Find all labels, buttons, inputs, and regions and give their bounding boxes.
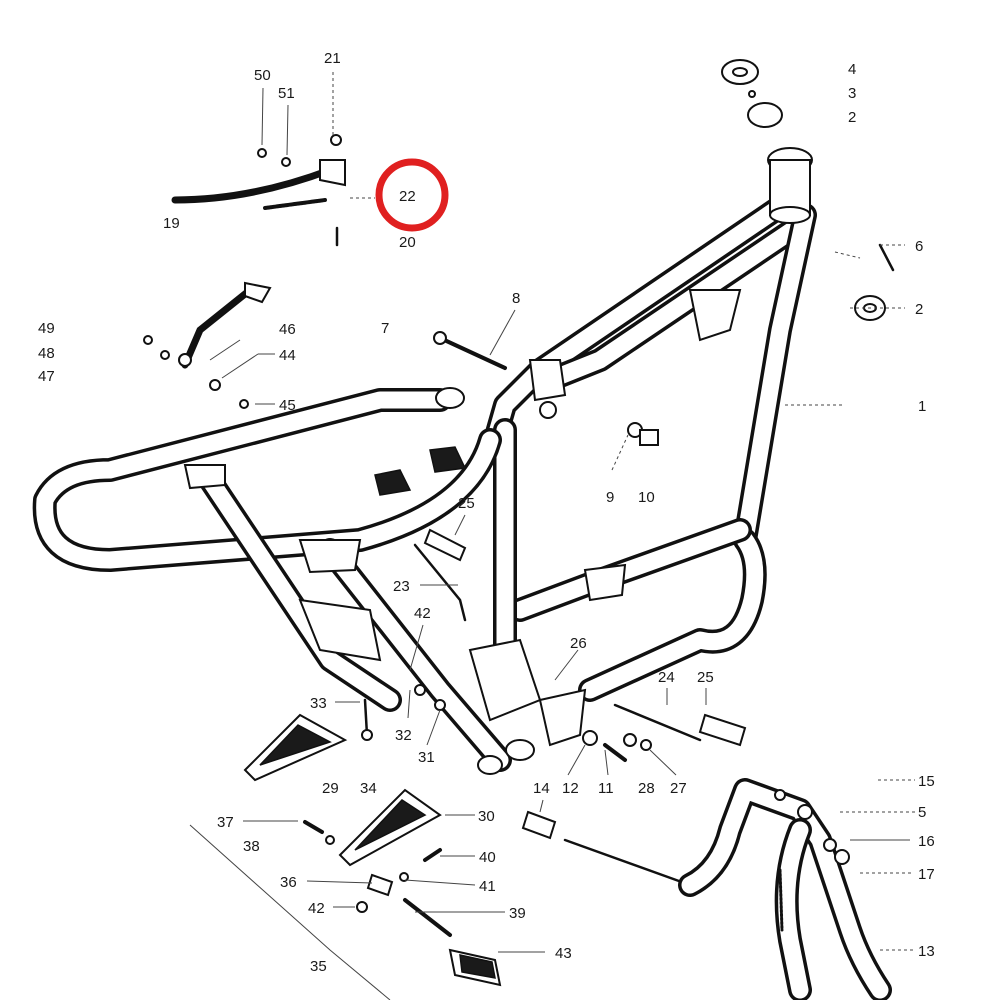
part-label-21: 21 (324, 50, 341, 67)
part-label-40: 40 (479, 849, 496, 866)
part-label-23: 23 (393, 578, 410, 595)
part-label-1: 1 (918, 398, 926, 415)
part-label-12: 12 (562, 780, 579, 797)
part-label-3: 3 (848, 85, 856, 102)
part-label-20: 20 (399, 234, 416, 251)
part-label-15: 15 (918, 773, 935, 790)
part-label-32: 32 (395, 727, 412, 744)
part-label-42: 42 (414, 605, 431, 622)
part-label-31: 31 (418, 749, 435, 766)
part-label-47: 47 (38, 368, 55, 385)
part-label-4: 4 (848, 61, 856, 78)
part-label-26: 26 (570, 635, 587, 652)
part-label-45: 45 (279, 397, 296, 414)
part-label-37: 37 (217, 814, 234, 831)
part-label-33: 33 (310, 695, 327, 712)
part-label-25: 25 (458, 495, 475, 512)
part-label-42-second: 42 (308, 900, 325, 917)
part-label-2-second: 2 (915, 301, 923, 318)
part-label-19: 19 (163, 215, 180, 232)
part-label-27: 27 (670, 780, 687, 797)
loose-parts (143, 59, 895, 1000)
part-label-29: 29 (322, 780, 339, 797)
part-label-7: 7 (381, 320, 389, 337)
part-label-22: 22 (399, 188, 416, 205)
part-label-35: 35 (310, 958, 327, 975)
part-label-17: 17 (918, 866, 935, 883)
part-label-8: 8 (512, 290, 520, 307)
part-label-48: 48 (38, 345, 55, 362)
part-label-25-second: 25 (697, 669, 714, 686)
part-label-36: 36 (280, 874, 297, 891)
part-label-50: 50 (254, 67, 271, 84)
part-label-46: 46 (279, 321, 296, 338)
part-label-2: 2 (848, 109, 856, 126)
part-label-39: 39 (509, 905, 526, 922)
leader-lines (189, 72, 915, 1000)
part-label-34: 34 (360, 780, 377, 797)
part-label-41: 41 (479, 878, 496, 895)
part-label-14: 14 (533, 780, 550, 797)
part-label-43: 43 (555, 945, 572, 962)
main-frame (32, 147, 817, 775)
part-labels: 1 2 2 3 4 5 6 7 8 9 10 11 12 13 14 15 16… (38, 50, 935, 975)
part-label-24: 24 (658, 669, 675, 686)
part-label-6: 6 (915, 238, 923, 255)
part-label-51: 51 (278, 85, 295, 102)
part-label-44: 44 (279, 347, 296, 364)
part-label-28: 28 (638, 780, 655, 797)
part-label-38: 38 (243, 838, 260, 855)
part-label-5: 5 (918, 804, 926, 821)
part-label-49: 49 (38, 320, 55, 337)
part-label-13: 13 (918, 943, 935, 960)
part-label-10: 10 (638, 489, 655, 506)
part-label-16: 16 (918, 833, 935, 850)
part-label-30: 30 (478, 808, 495, 825)
highlight-circle-22 (375, 158, 449, 232)
part-label-11: 11 (598, 780, 614, 797)
part-label-9: 9 (606, 489, 614, 506)
